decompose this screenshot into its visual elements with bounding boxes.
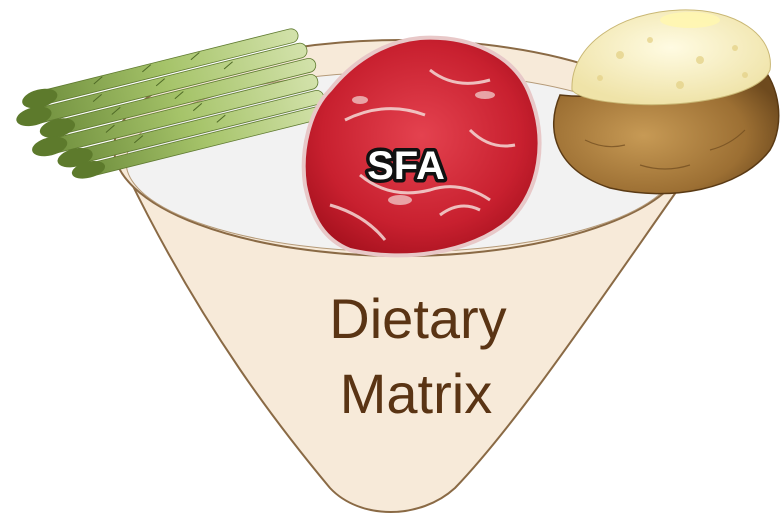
- center-label: SFA: [367, 144, 445, 188]
- funnel-label-line2: Matrix: [340, 362, 492, 425]
- baked-potato-illustration: [554, 10, 779, 194]
- funnel-label-line1: Dietary: [329, 287, 506, 350]
